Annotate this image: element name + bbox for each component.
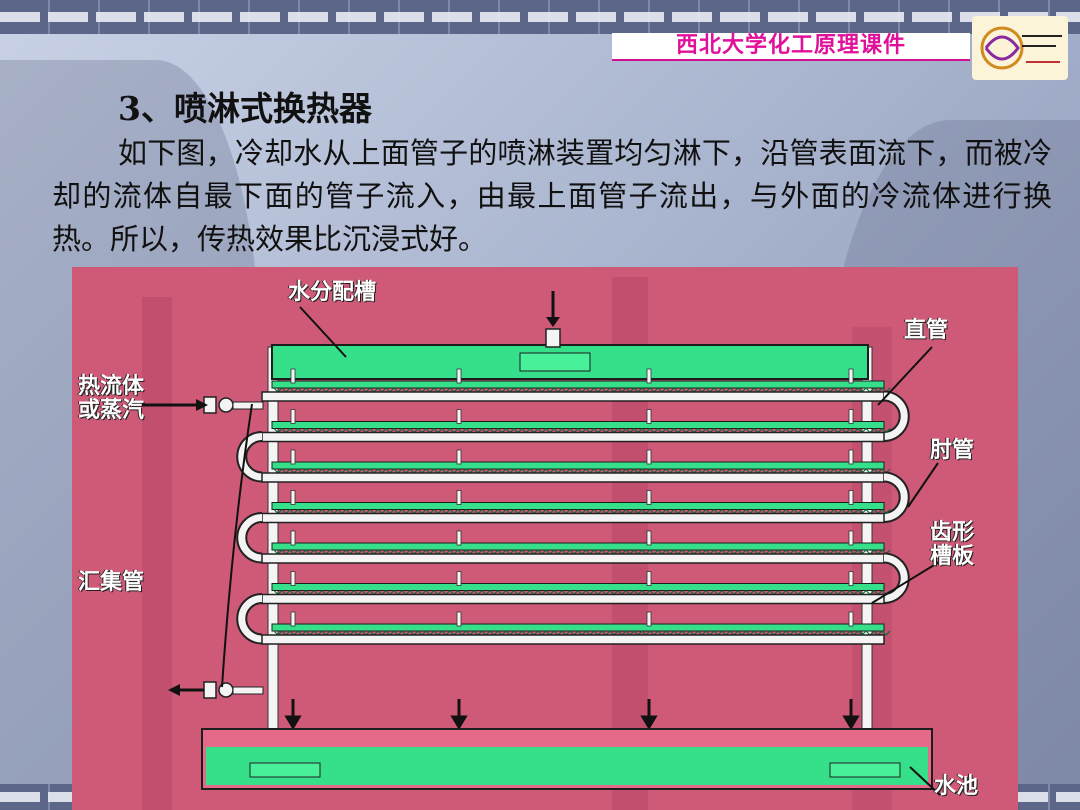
label-water-trough: 水分配槽: [288, 280, 377, 305]
course-title: 西北大学化工原理课件: [612, 33, 970, 61]
toothed-plate: [271, 623, 885, 632]
toothed-plate: [271, 502, 885, 510]
diagram-drawing: [142, 277, 945, 810]
label-hot-fluid: 热流体 或蒸汽: [78, 374, 145, 423]
valve: [218, 397, 234, 413]
straight-pipe: [261, 391, 885, 402]
straight-pipe: [261, 431, 885, 443]
slide-heading: 3、喷淋式换热器: [118, 89, 372, 128]
toothed-plate: [271, 380, 885, 389]
straight-pipe: [261, 634, 885, 645]
label-straight-pipe: 直管: [904, 318, 949, 343]
slide-paragraph: 如下图，冷却水从上面管子的喷淋装置均匀淋下，沿管表面流下，而被冷却的流体自最下面…: [52, 136, 1052, 256]
straight-pipe: [261, 553, 885, 564]
toothed-plate: [271, 461, 885, 470]
straight-pipe: [261, 472, 885, 483]
valve: [218, 682, 234, 698]
spray-heat-exchanger-diagram: 水分配槽 直管 热流体 或蒸汽 肘管 齿形 槽板 汇集管 水池: [72, 267, 1018, 810]
toothed-plate: [271, 542, 885, 551]
toothed-plate: [271, 583, 885, 591]
straight-pipe: [261, 593, 885, 605]
valve: [203, 681, 217, 699]
toothed-plate: [271, 421, 885, 429]
label-toothed-plate: 齿形 槽板: [930, 520, 975, 569]
label-elbow: 肘管: [930, 438, 975, 463]
label-pool: 水池: [934, 774, 979, 799]
label-header-pipe: 汇集管: [78, 570, 145, 595]
top-decoration-strip: [0, 0, 1080, 34]
university-logo-icon: [972, 16, 1068, 80]
straight-pipe: [261, 512, 885, 524]
